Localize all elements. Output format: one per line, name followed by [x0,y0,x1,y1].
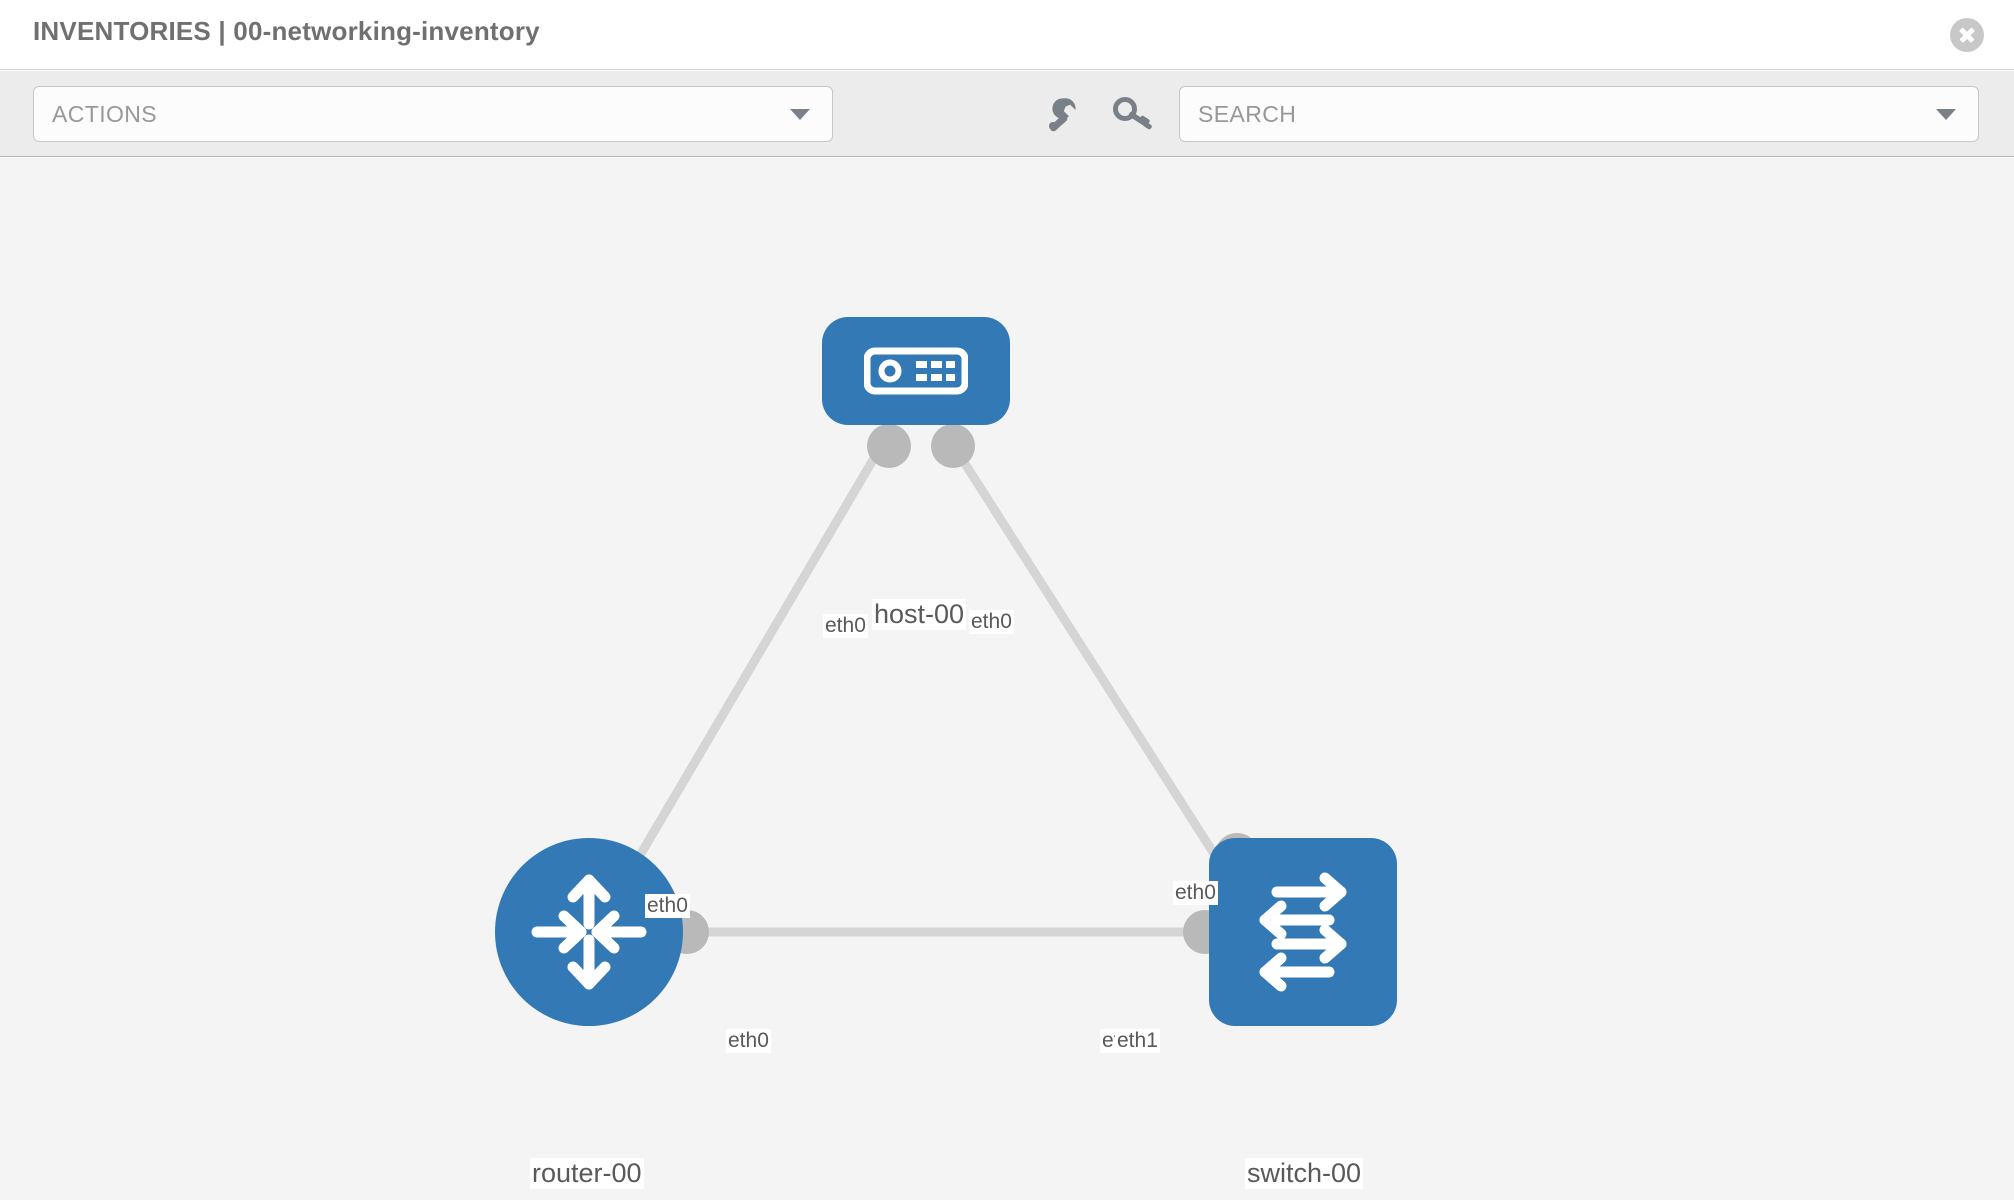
page-title: INVENTORIES | 00-networking-inventory [33,16,540,46]
interface-label-router-up: eth0 [645,894,690,918]
edge-host-switch [951,445,1259,921]
edge-host-router [599,445,884,921]
chevron-down-icon [790,109,810,120]
topology-graph [599,424,1259,954]
key-icon[interactable] [1110,93,1154,135]
node-host-00[interactable] [822,317,1010,425]
connector-host-right [931,424,975,468]
search-input[interactable]: SEARCH [1179,86,1979,142]
topology-edges [599,445,1259,937]
wrench-icon-svg [1049,98,1076,132]
actions-dropdown[interactable]: ACTIONS [33,86,833,142]
topology-canvas[interactable]: host-00 router-00 [0,158,2014,1200]
connector-host-left [867,424,911,468]
node-switch-00[interactable] [1209,838,1397,1026]
wrench-icon[interactable] [1042,93,1086,135]
switch-arrows-icon [1259,872,1347,992]
interface-label-switch-left-b: eth1 [1115,1029,1160,1053]
interface-label-host-right: eth0 [969,610,1014,634]
node-router-00[interactable] [495,838,683,1026]
page-header: INVENTORIES | 00-networking-inventory [0,0,2014,70]
server-icon [864,347,968,395]
interface-label-switch-up: eth0 [1173,881,1218,905]
search-placeholder: SEARCH [1198,101,1297,127]
actions-dropdown-label: ACTIONS [52,101,158,127]
node-label-host-00: host-00 [872,599,967,630]
close-icon[interactable] [1950,18,1984,52]
toolbar: ACTIONS SEARCH [0,71,2014,157]
router-arrows-icon [531,874,647,990]
key-icon-svg [1113,97,1152,130]
interface-label-router-right: eth0 [726,1029,771,1053]
interface-label-host-left: eth0 [823,614,868,638]
node-label-router-00: router-00 [530,1158,644,1189]
node-label-switch-00: switch-00 [1245,1158,1364,1189]
chevron-down-icon [1936,109,1956,120]
topology-connectors [611,424,1259,954]
